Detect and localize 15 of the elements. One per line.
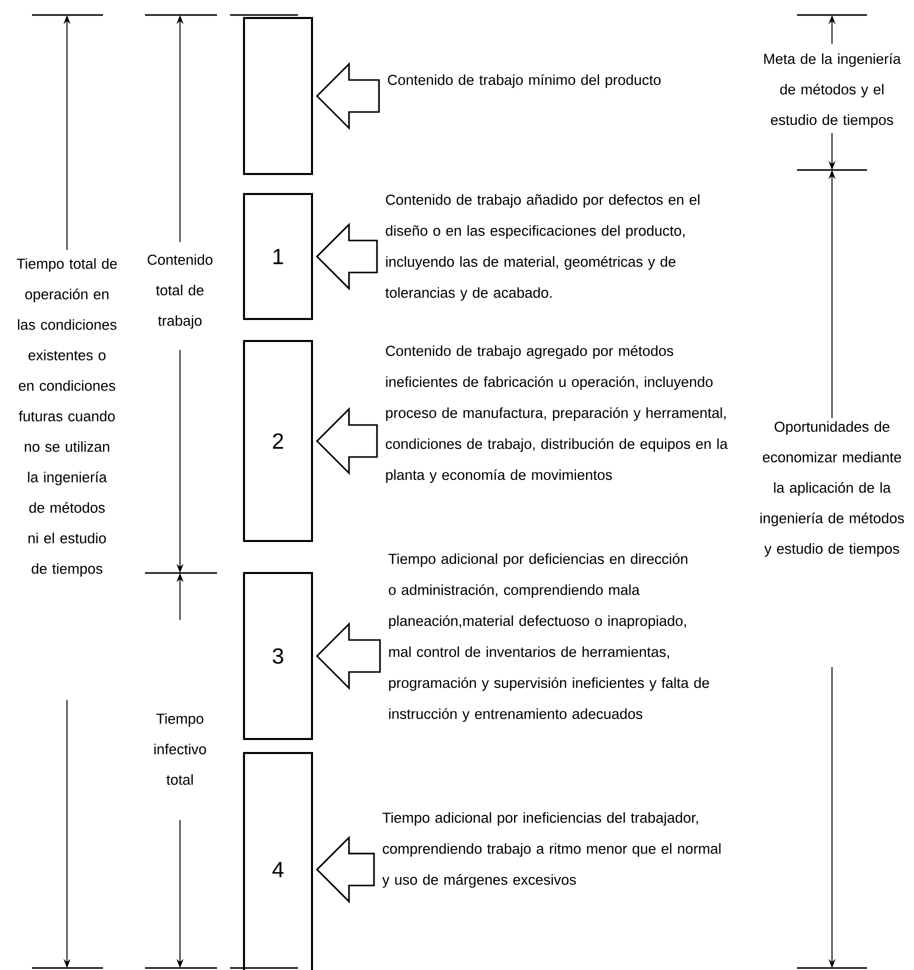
- numbered-box: 3: [243, 572, 313, 740]
- description-text: Tiempo adicional por deficiencias en dirección o administración, comprendiendo mala planeación,material defectuoso o inapropiado, mal control de inventarios de herramientas, programación y supervisión ineficientes y falta de instrucción y entrenamiento adecuados: [388, 553, 710, 722]
- dimension-label: Tiempo infectivo total: [154, 713, 206, 785]
- numbered-box: 4: [243, 752, 313, 970]
- description-text: Tiempo adicional por ineficiencias del trabajador, comprendiendo trabajo a ritmo menor que el normal y uso de márgenes excesivos: [382, 812, 720, 888]
- dimension-label: Contenido total de trabajo: [148, 254, 212, 329]
- numbered-box: 1: [243, 193, 313, 320]
- dimension-label: Meta de la ingeniería de métodos y el estudio de tiempos: [764, 53, 901, 128]
- dimension-label: Tiempo total de operación en las condiciones existentes o en condiciones futuras cuando no se utilizan la ingeniería de métodos ni el estudio de tiempos: [16, 258, 117, 577]
- description-text: Contenido de trabajo añadido por defectos en el diseño o en las especificaciones del producto, incluyendo las de material, geométricas y de tolerancias y de acabado.: [385, 194, 700, 301]
- description-text: Contenido de trabajo agregado por métodos ineficientes de fabricación u operación, incluyendo proceso de manufactura, preparación y herramental, condiciones de trabajo, distribución de equipos en la planta y economía de movimientos: [386, 345, 728, 483]
- empty-box: [243, 17, 313, 175]
- dimension-label: Oportunidades de economizar mediante la aplicación de la ingeniería de métodos y estudio de tiempos: [760, 421, 904, 557]
- numbered-box: 2: [243, 340, 313, 542]
- description-text: Contenido de trabajo mínimo del producto: [388, 74, 661, 88]
